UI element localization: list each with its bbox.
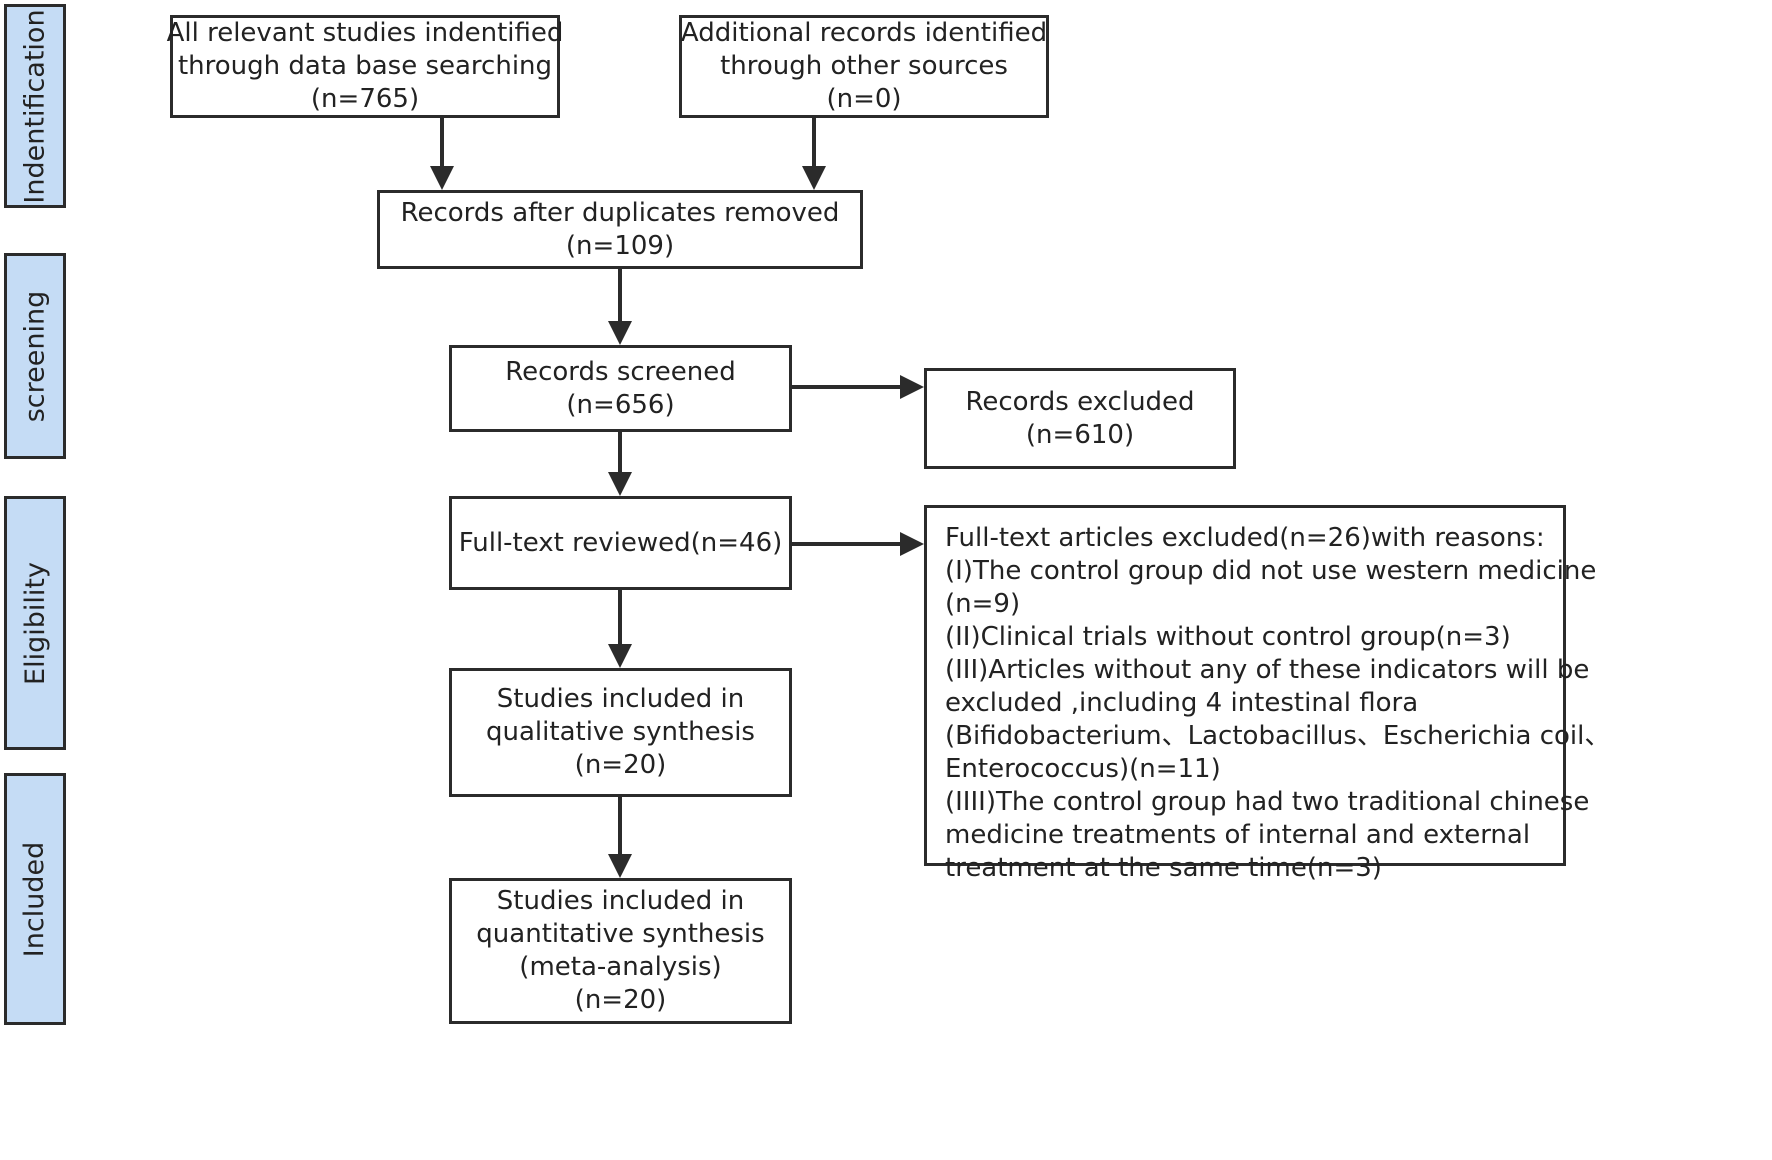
excluded-reason-line: Full-text articles excluded(n=26)with re… [945, 523, 1545, 553]
arrowhead [608, 321, 632, 345]
excluded-reason-line: treatment at the same time(n=3) [945, 853, 1382, 883]
arrowhead [608, 644, 632, 668]
qualitative-count: (n=20) [574, 750, 667, 780]
full-text-reviewed-box: Full-text reviewed(n=46) [449, 496, 792, 590]
arrowhead [608, 854, 632, 878]
qualitative-line-2: qualitative synthesis [486, 717, 755, 747]
stage-included: Included [4, 773, 66, 1025]
database-search-line-1: All relevant studies indentified [166, 18, 564, 48]
stage-screening: screening [4, 253, 66, 459]
other-sources-count: (n=0) [826, 84, 902, 114]
stage-identification: Indentification [4, 4, 66, 208]
excluded-reason-line: (III)Articles without any of these indic… [945, 655, 1590, 685]
excluded-reason-line: (II)Clinical trials without control grou… [945, 622, 1511, 652]
quantitative-line-2: quantitative synthesis [476, 919, 765, 949]
excluded-reason-line: (Bifidobacterium、Lactobacillus、Escherich… [945, 721, 1611, 751]
full-text-reviewed-line-1: Full-text reviewed(n=46) [458, 527, 783, 558]
records-screened-box: Records screened (n=656) [449, 345, 792, 432]
quantitative-count: (n=20) [574, 985, 667, 1015]
after-duplicates-count: (n=109) [565, 230, 675, 261]
other-sources-line-1: Additional records identified [680, 18, 1048, 48]
other-sources-line-2: through other sources [720, 51, 1008, 81]
records-screened-count: (n=656) [566, 389, 675, 420]
excluded-reason-line: (I)The control group did not use western… [945, 556, 1597, 586]
other-sources-box: Additional records identified through ot… [679, 15, 1049, 118]
records-screened-line-1: Records screened [505, 356, 736, 387]
excluded-reason-line: Enterococcus)(n=11) [945, 754, 1221, 784]
excluded-reason-line: (n=9) [945, 589, 1021, 619]
after-duplicates-box: Records after duplicates removed (n=109) [377, 190, 863, 269]
arrowhead [900, 375, 924, 399]
excluded-reason-line: medicine treatments of internal and exte… [945, 820, 1531, 850]
full-text-excluded-box: Full-text articles excluded(n=26)with re… [924, 505, 1611, 883]
quantitative-line-3: (meta-analysis) [519, 952, 722, 982]
arrowhead [900, 532, 924, 556]
quantitative-synthesis-box: Studies included in quantitative synthes… [449, 878, 792, 1024]
arrowhead [430, 166, 454, 190]
qualitative-synthesis-box: Studies included in qualitative synthesi… [449, 668, 792, 797]
records-excluded-box: Records excluded (n=610) [924, 368, 1236, 469]
database-search-count: (n=765) [310, 84, 420, 114]
excluded-reason-line: (IIII)The control group had two traditio… [945, 787, 1590, 817]
database-search-box: All relevant studies indentified through… [167, 15, 563, 118]
records-excluded-count: (n=610) [1025, 419, 1135, 450]
database-search-line-2: through data base searching [177, 51, 553, 81]
records-excluded-line-1: Records excluded [965, 386, 1195, 417]
qualitative-line-1: Studies included in [496, 684, 745, 714]
arrowhead [802, 166, 826, 190]
after-duplicates-line-1: Records after duplicates removed [400, 197, 840, 228]
quantitative-line-1: Studies included in [496, 886, 745, 916]
excluded-reason-line: excluded ,including 4 intestinal flora [945, 688, 1419, 718]
arrowhead [608, 472, 632, 496]
stage-eligibility: Eligibility [4, 496, 66, 750]
